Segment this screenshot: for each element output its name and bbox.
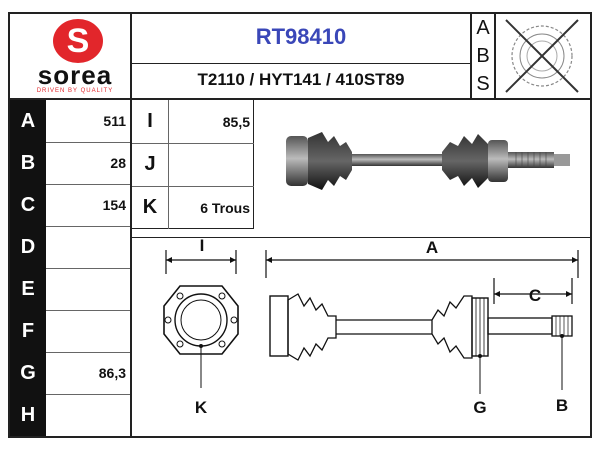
frame-top xyxy=(8,12,592,14)
diagram-label-i: I xyxy=(199,236,205,255)
spec-letter-b: B xyxy=(10,142,46,184)
svg-text:S: S xyxy=(67,22,90,60)
header-mid-line xyxy=(130,63,472,64)
col-divider-abs-2 xyxy=(494,12,496,100)
part-number: RT98410 xyxy=(255,24,347,49)
diagram-label-b: B xyxy=(555,396,569,415)
spec-row-divider xyxy=(46,142,130,143)
spec-letter-g: G xyxy=(10,352,46,394)
diagram-label-g: G xyxy=(473,398,487,417)
spec-row-divider xyxy=(46,268,130,269)
spec-value-k: 6 Trous xyxy=(200,199,250,216)
spec-value-f xyxy=(46,310,126,352)
spec-value-a: 511 xyxy=(103,113,126,129)
spec-value-c: 154 xyxy=(102,197,126,213)
header-divider xyxy=(8,98,592,100)
spec-row-divider xyxy=(46,352,130,353)
spec-value-i: 85,5 xyxy=(222,113,250,130)
spec-mid-sep xyxy=(168,186,169,229)
technical-drawing-icon xyxy=(163,250,579,394)
col-divider-1 xyxy=(130,12,132,438)
spec-row-divider xyxy=(132,186,254,187)
spec-row-divider xyxy=(132,143,254,144)
spec-value-g: 86,3 xyxy=(98,365,126,381)
abs-column: A B S xyxy=(472,14,494,98)
spec-row-divider xyxy=(46,184,130,185)
mid-spec-right xyxy=(253,98,254,228)
spec-letter-h: H xyxy=(10,394,46,436)
spec-value-b: 28 xyxy=(110,155,126,171)
abs-letter-b: B xyxy=(476,44,490,67)
spec-letter-d: D xyxy=(10,226,46,268)
diagram-label-c: C xyxy=(528,286,542,305)
driveshaft-photo-icon xyxy=(286,132,570,190)
spec-mid-sep xyxy=(168,100,169,143)
frame-bottom xyxy=(8,436,592,438)
spec-letter-a: A xyxy=(10,100,46,142)
spacer-line xyxy=(130,228,131,238)
spec-value-d xyxy=(46,226,126,268)
spec-row-divider xyxy=(46,226,130,227)
spec-value-e xyxy=(46,268,126,310)
spec-letter-j: J xyxy=(144,153,156,175)
spec-row-divider xyxy=(46,310,130,311)
spec-value-h xyxy=(46,394,126,436)
sorea-logo-icon: S xyxy=(53,19,103,63)
sorea-logo: S xyxy=(52,18,104,64)
spec-letter-c: C xyxy=(10,184,46,226)
brand-name: sorea xyxy=(37,60,113,90)
abs-ring-icon xyxy=(505,19,579,93)
frame-right xyxy=(590,12,592,438)
mid-spec-bottom xyxy=(130,228,254,229)
spec-value-j xyxy=(170,143,250,186)
spec-mid-sep xyxy=(168,143,169,186)
driveshaft-photo xyxy=(282,118,582,208)
spec-row-divider xyxy=(46,394,130,395)
spec-letter-i: I xyxy=(147,110,153,132)
abs-letter-s: S xyxy=(476,72,490,95)
abs-letter-a: A xyxy=(476,16,490,39)
col-divider-abs xyxy=(470,12,472,100)
diagram-label-k: K xyxy=(194,398,208,417)
drawing-top-line xyxy=(130,237,592,238)
spec-letter-e: E xyxy=(10,268,46,310)
spec-letter-k: K xyxy=(142,196,158,218)
abs-ring-crossed xyxy=(500,16,584,96)
technical-drawing xyxy=(132,238,590,436)
reference-codes: T2110 / HYT141 / 410ST89 xyxy=(197,70,405,89)
frame-left xyxy=(8,12,10,438)
diagram-label-a: A xyxy=(425,238,439,257)
spec-letter-f: F xyxy=(10,310,46,352)
brand-tagline: DRIVEN BY QUALITY xyxy=(36,88,114,94)
